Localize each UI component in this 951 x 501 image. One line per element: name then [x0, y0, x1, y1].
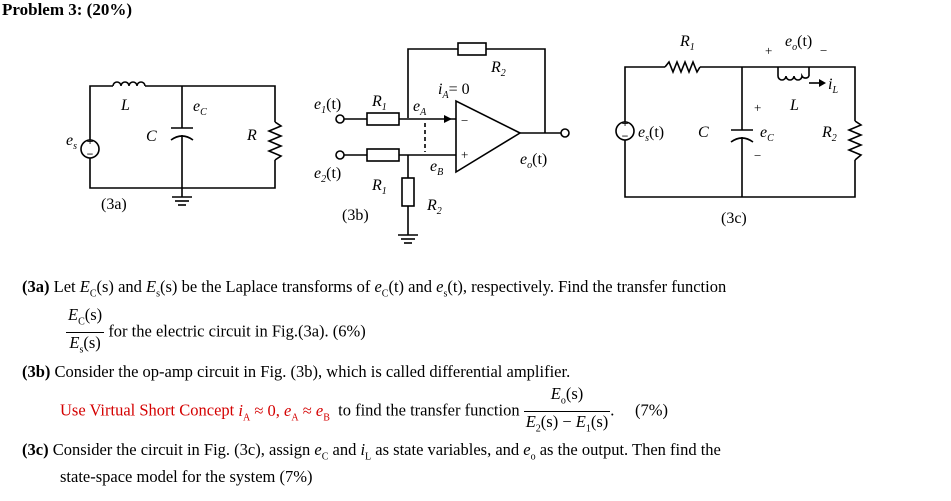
svg-text:L: L: [120, 97, 130, 114]
svg-text:−: −: [87, 147, 94, 161]
svg-text:+: +: [765, 43, 772, 58]
svg-text:R2: R2: [490, 59, 506, 79]
figure-3b-wires: [344, 42, 561, 244]
question-3b-line2: Use Virtual Short Concept iA ≈ 0, eA ≈ e…: [60, 384, 668, 440]
svg-text:+: +: [461, 147, 468, 162]
caption-3b: (3b): [342, 207, 369, 224]
svg-text:L: L: [789, 97, 799, 114]
terminal-eo-icon: [560, 128, 570, 138]
current-arrow-3c-icon: [819, 79, 826, 87]
question-3a-line1: (3a) Let EC(s) and Es(s) be the Laplace …: [22, 277, 727, 300]
svg-text:eC: eC: [193, 98, 207, 118]
svg-text:C: C: [698, 124, 709, 141]
svg-text:R1: R1: [371, 93, 387, 113]
svg-text:eo(t): eo(t): [520, 151, 547, 171]
svg-text:iA= 0: iA= 0: [438, 81, 470, 101]
circuit-figures: + − + − es L C eC R (3a) R2 e1(t) R1 iA=…: [66, 33, 864, 244]
source-3c-icon: [615, 121, 635, 141]
source-3a-icon: [80, 139, 100, 159]
question-3c-line2: state-space model for the system (7%): [60, 467, 313, 486]
svg-text:eA: eA: [413, 98, 427, 118]
svg-text:−: −: [622, 129, 629, 143]
svg-text:+: +: [622, 116, 629, 130]
question-3c-line1: (3c) Consider the circuit in Fig. (3c), …: [22, 440, 721, 463]
current-arrow-3b-icon: [444, 115, 452, 123]
question-3b-line1: (3b) Consider the op-amp circuit in Fig.…: [22, 362, 571, 381]
svg-text:−: −: [754, 148, 761, 163]
transfer-function-3b: Eo(s) E2(s) − E1(s): [523, 384, 611, 435]
svg-text:e2(t): e2(t): [314, 165, 341, 185]
svg-text:iL: iL: [828, 76, 838, 96]
svg-text:R2: R2: [426, 197, 442, 217]
caption-3a: (3a): [101, 196, 127, 213]
svg-text:eB: eB: [430, 158, 443, 178]
svg-text:+: +: [754, 100, 761, 115]
figure-3a-wires: [89, 81, 284, 206]
terminal-e1-icon: [335, 114, 345, 124]
svg-text:C: C: [146, 128, 157, 145]
svg-text:−: −: [820, 43, 827, 58]
svg-text:+: +: [87, 134, 94, 148]
svg-text:R2: R2: [821, 124, 837, 144]
svg-text:e1(t): e1(t): [314, 96, 341, 116]
svg-text:R1: R1: [371, 177, 387, 197]
figure-3c-wires: [624, 59, 864, 198]
terminal-e2-icon: [335, 150, 345, 160]
svg-text:es: es: [66, 132, 77, 152]
problem-title: Problem 3: (20%): [2, 0, 132, 19]
svg-text:es(t): es(t): [638, 124, 664, 144]
transfer-function-3a: EC(s) Es(s): [66, 305, 105, 356]
svg-text:R1: R1: [679, 33, 695, 53]
svg-text:eo(t): eo(t): [785, 33, 812, 53]
question-3a-line2: EC(s) Es(s) for the electric circuit in …: [66, 305, 366, 361]
svg-text:−: −: [461, 113, 468, 128]
caption-3c: (3c): [721, 210, 747, 227]
svg-text:eC: eC: [760, 124, 774, 144]
svg-text:R: R: [246, 127, 257, 144]
